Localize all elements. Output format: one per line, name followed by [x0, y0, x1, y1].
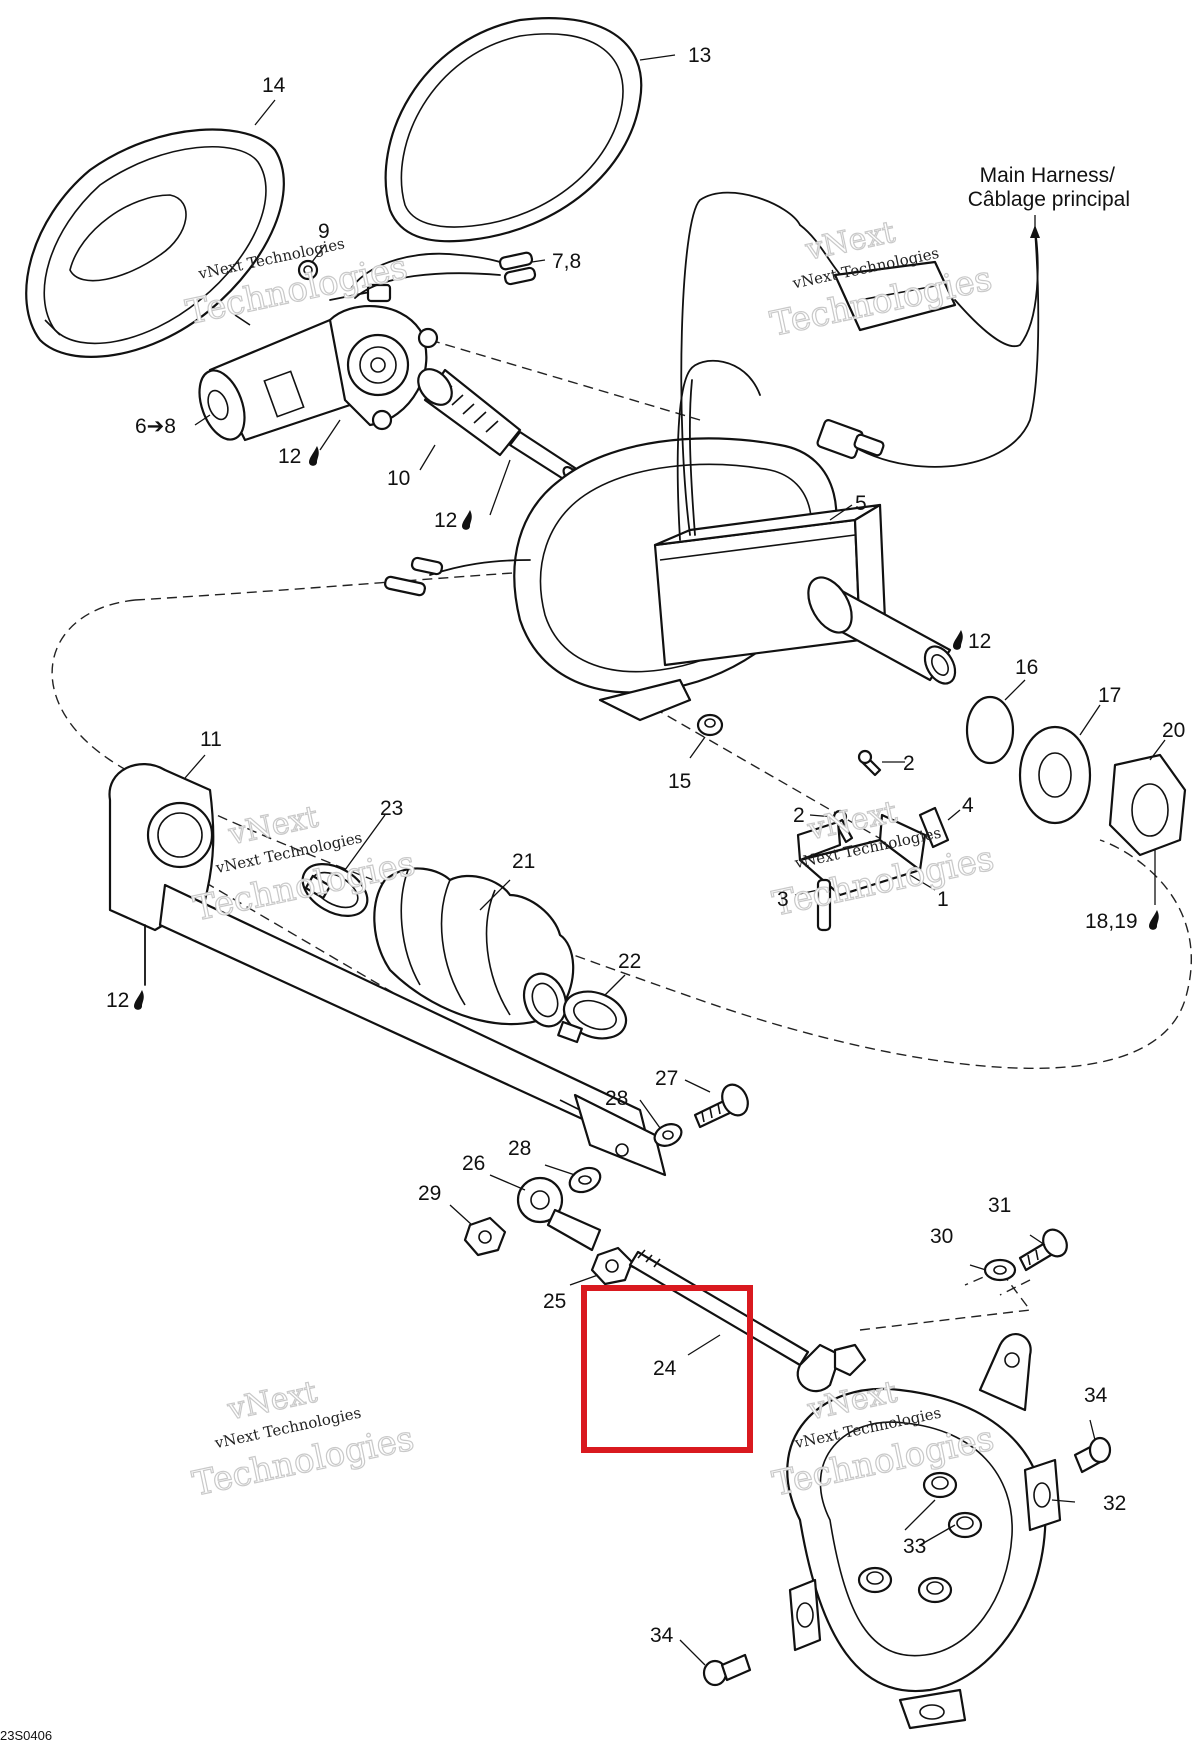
callout-28-upper: 28	[605, 1087, 628, 1110]
callout-5: 5	[855, 492, 867, 515]
part-29-nut	[463, 1216, 507, 1257]
callout-12-shaft: 12	[968, 630, 991, 653]
watermark-upper-right: vNext vNext Technologies Technologies	[766, 214, 996, 345]
callout-7-8: 7,8	[552, 250, 581, 273]
main-harness-label: Main Harness/ Câblage principal	[968, 164, 1130, 211]
callout-6-8: 6➔8	[135, 415, 176, 438]
highlight-box-part-24[interactable]	[581, 1285, 753, 1453]
part-4-key	[918, 806, 950, 849]
callout-16: 16	[1015, 656, 1038, 679]
callout-31: 31	[988, 1194, 1011, 1217]
oil-drop-icon	[134, 446, 1159, 1010]
callout-23: 23	[380, 797, 403, 820]
part-9-nut	[297, 259, 319, 281]
part-10-worm-gear	[417, 368, 578, 483]
callout-32: 32	[1103, 1492, 1126, 1515]
harness-connector	[799, 224, 1040, 468]
part-22-clamp	[557, 990, 628, 1044]
part-34-screw-upper	[1073, 1436, 1112, 1474]
harness-arrow	[1030, 225, 1040, 238]
callout-13: 13	[688, 44, 711, 67]
callout-34-upper: 34	[1084, 1384, 1108, 1407]
callout-25: 25	[543, 1290, 566, 1313]
part-14-cover-shell	[25, 128, 285, 358]
part-3-pin	[816, 878, 832, 932]
part-28-washer-lower	[568, 1166, 602, 1194]
callout-12-motor: 12	[278, 445, 301, 468]
part-25-nut	[590, 1246, 634, 1286]
callout-17: 17	[1098, 684, 1121, 707]
callout-9: 9	[318, 220, 330, 243]
part-33-grommets	[857, 1471, 983, 1604]
callout-20: 20	[1162, 719, 1185, 742]
callout-4: 4	[962, 794, 974, 817]
callout-2-lower: 2	[793, 804, 805, 827]
callout-21: 21	[512, 850, 535, 873]
callout-24: 24	[653, 1357, 677, 1380]
callout-1: 1	[937, 888, 949, 911]
callout-15: 15	[668, 770, 691, 793]
callout-34-lower: 34	[650, 1624, 674, 1647]
callout-28-lower: 28	[508, 1137, 531, 1160]
callout-29: 29	[418, 1182, 441, 1205]
part-28-washer-upper	[653, 1123, 683, 1147]
part-27-bolt	[693, 1083, 749, 1129]
leader-lines	[184, 54, 1166, 1666]
callout-18-19: 18,19	[1085, 910, 1138, 933]
part-30-washer	[983, 1258, 1017, 1282]
watermark-lower-left: vNext vNext Technologies Technologies	[188, 1374, 418, 1505]
part-26-rod-end	[516, 1176, 602, 1252]
part-31-bolt	[1018, 1228, 1068, 1272]
part-21-bellows-boot	[373, 864, 575, 1028]
callout-2-upper: 2	[903, 752, 915, 775]
part-34-screw-lower	[702, 1653, 752, 1687]
drawing-code: 23S0406	[0, 1728, 52, 1743]
svg-text:Câblage principal: Câblage principal	[968, 188, 1130, 211]
callout-3: 3	[777, 888, 789, 911]
part-2-screw-upper	[857, 749, 882, 777]
callout-30: 30	[930, 1225, 953, 1248]
part-11-actuator-arm	[108, 763, 667, 1177]
part-16-o-ring	[965, 695, 1015, 765]
part-5-housing	[384, 191, 957, 722]
callout-10: 10	[387, 467, 410, 490]
part-7-8-wire-leads	[349, 251, 537, 299]
callout-27: 27	[655, 1067, 678, 1090]
callout-11: 11	[200, 728, 222, 751]
part-15-grommet	[696, 713, 724, 737]
part-23-clamp	[301, 863, 369, 917]
part-6-motor	[198, 283, 439, 442]
callout-26: 26	[462, 1152, 485, 1175]
callout-14: 14	[262, 74, 286, 97]
part-20-hex-nut	[1108, 753, 1187, 857]
callout-33: 33	[903, 1535, 926, 1558]
part-13-belt	[384, 17, 643, 243]
part-24-rod	[628, 1249, 867, 1393]
part-32-ring-bracket	[786, 1333, 1062, 1730]
part-17-washer	[1018, 725, 1092, 825]
callout-labels: 14 13 9 7,8 6➔8 12 10 12 5 12 16 17 20 1…	[106, 44, 1185, 1647]
callout-12-arm: 12	[106, 989, 129, 1012]
callout-12-gear: 12	[434, 509, 457, 532]
callout-22: 22	[618, 950, 641, 973]
svg-text:Main Harness/: Main Harness/	[980, 164, 1116, 187]
